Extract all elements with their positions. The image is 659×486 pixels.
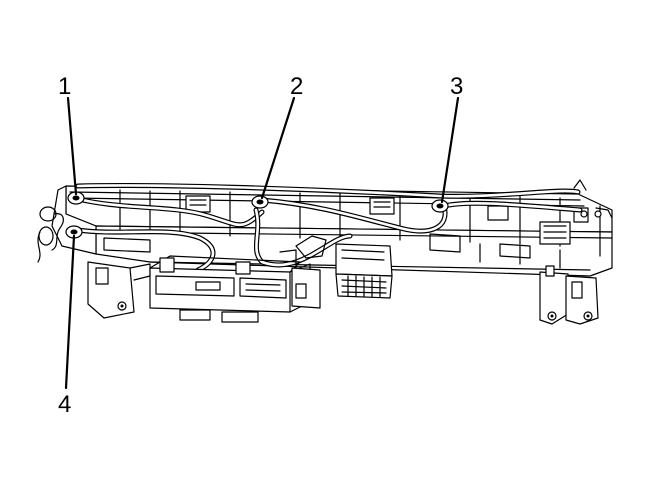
right-mounting-bracket bbox=[539, 265, 599, 325]
connector-2 bbox=[251, 195, 269, 209]
leader-line-3 bbox=[440, 96, 460, 204]
center-control-module bbox=[149, 255, 311, 323]
vacuum-hoses bbox=[71, 182, 583, 273]
wiring-pigtail-left bbox=[37, 206, 64, 263]
leader-line-2 bbox=[260, 96, 296, 200]
callout-label-1: 1 bbox=[58, 73, 71, 100]
left-mounting-bracket bbox=[87, 261, 151, 319]
connector-1 bbox=[67, 191, 85, 205]
leader-line-4 bbox=[64, 234, 76, 390]
callout-label-4: 4 bbox=[58, 391, 71, 418]
callout-label-2: 2 bbox=[290, 73, 303, 100]
junction-block bbox=[335, 243, 393, 299]
center-brackets bbox=[279, 235, 327, 309]
leader-line-1 bbox=[66, 96, 78, 196]
right-end-fittings bbox=[573, 179, 613, 219]
junction-block-grid bbox=[341, 275, 387, 298]
connector-3 bbox=[431, 199, 449, 213]
leader-lines bbox=[64, 96, 460, 390]
callout-label-3: 3 bbox=[450, 73, 463, 100]
